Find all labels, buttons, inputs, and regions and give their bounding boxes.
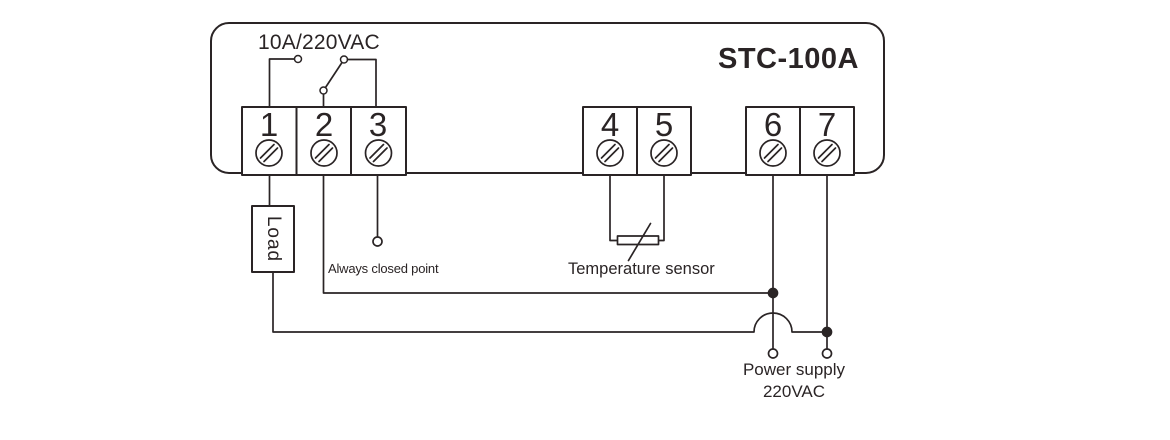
- open-terminal-icon: [372, 236, 383, 247]
- terminal-number-6: 6: [763, 106, 783, 143]
- power-supply-label: Power supply 220VAC: [714, 359, 874, 403]
- terminal-block-relay: [241, 106, 407, 176]
- relay-switch-symbol: [268, 54, 377, 108]
- thermistor-icon: [616, 222, 660, 262]
- wire-load-power: [272, 271, 828, 333]
- screw-terminal-icon: [813, 139, 841, 167]
- screw-terminal-icon: [310, 139, 338, 167]
- relay-pivot-icon: [319, 86, 328, 95]
- terminal-number-7: 7: [817, 106, 837, 143]
- terminal-number-4: 4: [600, 106, 620, 143]
- screw-terminal-icon: [255, 139, 283, 167]
- relay-contact-icon: [293, 54, 303, 64]
- power-terminal-icon: [821, 348, 833, 359]
- relay-wire-terminal1: [268, 58, 296, 108]
- terminal-block-sensor: [582, 106, 692, 176]
- relay-contact-icon: [339, 55, 349, 64]
- wire-terminal2-power: [322, 174, 770, 294]
- controller-outline: [210, 22, 885, 174]
- screw-terminal-icon: [596, 139, 624, 167]
- power-terminal-icon: [767, 348, 779, 359]
- load-box: Load: [252, 206, 294, 272]
- screw-terminal-icon: [759, 139, 787, 167]
- external-wiring: [268, 174, 833, 359]
- junction-dot-icon: [821, 326, 833, 338]
- terminal-number-2: 2: [314, 106, 334, 143]
- terminal-number-3: 3: [368, 106, 388, 143]
- device-title: STC-100A: [718, 43, 859, 75]
- screw-terminals: [255, 139, 841, 167]
- terminal-block-power: [745, 106, 855, 176]
- power-supply-text: Power supply: [742, 360, 846, 379]
- junction-dot-icon: [767, 287, 779, 299]
- terminal-number-5: 5: [654, 106, 674, 143]
- terminal-number-1: 1: [259, 106, 279, 143]
- relay-wire-terminal3: [346, 58, 377, 108]
- always-closed-point-label: Always closed point: [328, 261, 439, 276]
- screw-terminal-icon: [650, 139, 678, 167]
- relay-blade: [324, 61, 343, 89]
- relay-rating-label: 10A/220VAC: [258, 31, 380, 54]
- load-label: Load: [263, 215, 284, 263]
- screw-terminal-icon: [364, 139, 393, 167]
- temperature-sensor-label: Temperature sensor: [568, 260, 715, 278]
- power-supply-voltage: 220VAC: [762, 382, 826, 401]
- wire-terminal4-sensor: [609, 174, 619, 242]
- load-box-outline: [251, 205, 295, 273]
- wire-terminal5-sensor: [657, 174, 665, 242]
